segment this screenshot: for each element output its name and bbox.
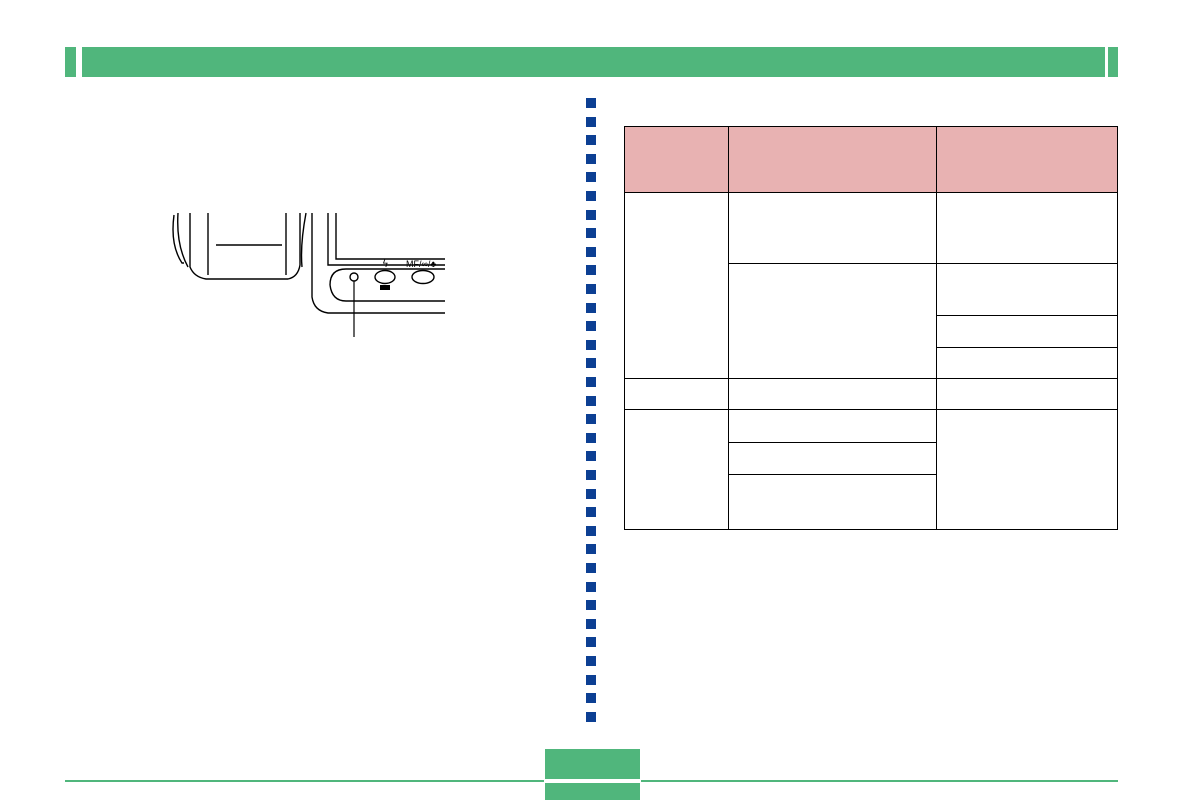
divider-dot bbox=[586, 544, 596, 554]
table-header-cell-1 bbox=[624, 126, 729, 193]
table-cell bbox=[728, 378, 937, 410]
table-row bbox=[624, 378, 1118, 410]
mf-button-label: MF/∞/♣ bbox=[406, 259, 436, 269]
flash-button-illustration bbox=[374, 269, 396, 285]
divider-dot bbox=[586, 470, 596, 480]
table-row bbox=[625, 347, 1118, 379]
status-table bbox=[624, 126, 1118, 530]
column-divider bbox=[586, 98, 596, 722]
table-row bbox=[624, 409, 1118, 530]
header-left-tab bbox=[65, 47, 76, 77]
table-header-row bbox=[624, 126, 1118, 193]
divider-dot bbox=[586, 396, 596, 406]
divider-dot bbox=[586, 675, 596, 685]
indicator-led-icon bbox=[349, 272, 359, 282]
divider-dot bbox=[586, 265, 596, 275]
divider-dot bbox=[586, 414, 596, 424]
table-row bbox=[625, 442, 1118, 475]
divider-dot bbox=[586, 489, 596, 499]
table-cell bbox=[624, 409, 729, 530]
divider-dot bbox=[586, 210, 596, 220]
divider-dot bbox=[586, 712, 596, 722]
divider-dot bbox=[586, 600, 596, 610]
divider-dot bbox=[586, 154, 596, 164]
table-header-cell-3 bbox=[936, 126, 1118, 193]
table-cell bbox=[728, 192, 937, 264]
divider-dot bbox=[586, 135, 596, 145]
table-cell bbox=[728, 474, 937, 530]
divider-dot bbox=[586, 637, 596, 647]
divider-dot bbox=[586, 526, 596, 536]
table-cell bbox=[728, 409, 937, 443]
page-number-box bbox=[545, 749, 640, 779]
divider-dot bbox=[586, 284, 596, 294]
header-bar bbox=[82, 47, 1105, 77]
table-row bbox=[625, 263, 1118, 379]
divider-dot bbox=[586, 247, 596, 257]
flash-icon: ϟ bbox=[382, 259, 389, 270]
divider-dot bbox=[586, 358, 596, 368]
divider-dot bbox=[586, 303, 596, 313]
divider-dot bbox=[586, 98, 596, 108]
folder-icon bbox=[380, 285, 390, 290]
table-row bbox=[624, 192, 1118, 379]
table-cell bbox=[728, 263, 937, 379]
divider-dot bbox=[586, 377, 596, 387]
table-cell bbox=[936, 192, 1118, 264]
table-cell bbox=[936, 409, 1118, 530]
table-cell bbox=[936, 263, 1118, 316]
table-cell bbox=[624, 378, 729, 410]
table-row bbox=[625, 474, 1118, 530]
table-cell bbox=[936, 347, 1118, 379]
page-number-box-lower bbox=[545, 783, 640, 800]
mf-button-illustration bbox=[411, 269, 435, 285]
divider-dot bbox=[586, 563, 596, 573]
lens-barrel bbox=[189, 213, 301, 280]
camera-top-illustration: ϟ MF/∞/♣ bbox=[172, 212, 445, 337]
divider-dot bbox=[586, 172, 596, 182]
divider-dot bbox=[586, 191, 596, 201]
table-cell bbox=[936, 378, 1118, 410]
divider-dot bbox=[586, 117, 596, 127]
divider-dot bbox=[586, 340, 596, 350]
divider-dot bbox=[586, 228, 596, 238]
footer-line-left bbox=[65, 780, 544, 782]
divider-dot bbox=[586, 433, 596, 443]
table-header-cell-2 bbox=[728, 126, 937, 193]
divider-dot bbox=[586, 619, 596, 629]
table-cell bbox=[728, 442, 937, 475]
table-cell bbox=[624, 192, 729, 379]
divider-dot bbox=[586, 451, 596, 461]
divider-dot bbox=[586, 582, 596, 592]
divider-dot bbox=[586, 321, 596, 331]
divider-dot bbox=[586, 507, 596, 517]
footer-line-right bbox=[641, 780, 1118, 782]
divider-dot bbox=[586, 656, 596, 666]
divider-dot bbox=[586, 693, 596, 703]
header-right-tab bbox=[1108, 47, 1118, 77]
table-cell bbox=[936, 315, 1118, 348]
